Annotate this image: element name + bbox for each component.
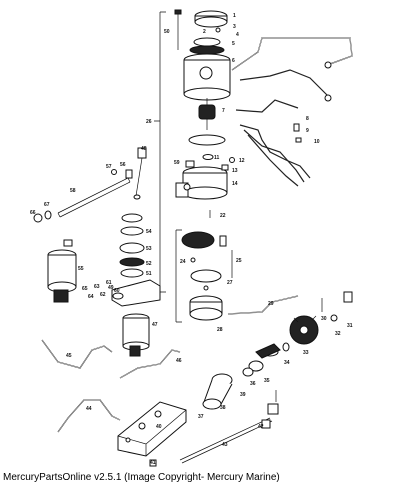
callout-64: 64: [88, 294, 94, 300]
callout-30: 30: [321, 316, 327, 322]
callout-7: 7: [222, 108, 225, 114]
callout-22: 22: [220, 213, 226, 219]
callout-43: 43: [222, 442, 228, 448]
callout-11: 11: [214, 155, 220, 161]
callout-60: 60: [114, 288, 120, 294]
callout-63: 63: [94, 284, 100, 290]
callout-65: 65: [82, 286, 88, 292]
callout-13: 13: [232, 168, 238, 174]
callout-4: 4: [236, 32, 239, 38]
shaft-parts: [33, 147, 147, 223]
callout-67: 67: [44, 202, 50, 208]
callout-40: 40: [156, 424, 162, 430]
parts-diagram: 1 2 3 4 5 6 7 8 9 10 11 12 13 14 22 24 2…: [30, 9, 353, 467]
hydraulic-lines: [41, 295, 299, 433]
callout-47: 47: [152, 322, 158, 328]
callout-66: 66: [30, 210, 36, 216]
callout-27: 27: [227, 280, 233, 286]
callout-51: 51: [146, 271, 152, 277]
callout-26: 26: [146, 119, 152, 125]
callout-57: 57: [106, 164, 112, 170]
image-caption: MercuryPartsOnline v2.5.1 (Image Copyrig…: [3, 472, 280, 483]
callout-54: 54: [146, 229, 152, 235]
callout-2: 2: [203, 29, 206, 35]
callout-1: 1: [233, 13, 236, 19]
callout-39: 39: [240, 392, 246, 398]
cylinder-assembly: [111, 213, 161, 357]
callout-9: 9: [306, 128, 309, 134]
callout-12: 12: [239, 158, 245, 164]
callout-42: 42: [258, 424, 264, 430]
callout-56: 56: [120, 162, 126, 168]
callout-46: 46: [176, 358, 182, 364]
callout-49: 49: [108, 285, 114, 291]
callout-48: 48: [141, 146, 147, 152]
callout-5: 5: [232, 41, 235, 47]
callout-44: 44: [86, 406, 92, 412]
callout-14: 14: [232, 181, 238, 187]
valve-block: [175, 229, 233, 323]
callout-59: 59: [174, 160, 180, 166]
callout-10: 10: [314, 139, 320, 145]
callout-33: 33: [303, 350, 309, 356]
callout-55: 55: [78, 266, 84, 272]
callout-31: 31: [347, 323, 353, 329]
callout-8: 8: [306, 116, 309, 122]
callout-53: 53: [146, 246, 152, 252]
callout-34: 34: [284, 360, 290, 366]
callout-32: 32: [335, 331, 341, 337]
motor-assembly: [154, 9, 235, 293]
callout-6: 6: [232, 58, 235, 64]
manifold-base: [117, 401, 273, 467]
callout-3: 3: [233, 24, 236, 30]
callout-24: 24: [180, 259, 186, 265]
callout-50: 50: [164, 29, 170, 35]
wiring-harness: [231, 37, 353, 187]
callout-28: 28: [217, 327, 223, 333]
callout-61: 61: [106, 280, 112, 286]
callout-36: 36: [250, 381, 256, 387]
callout-29: 29: [268, 301, 274, 307]
callout-52: 52: [146, 261, 152, 267]
callout-38: 38: [220, 405, 226, 411]
callout-62: 62: [100, 292, 106, 298]
callout-labels: 1 2 3 4 5 6 7 8 9 10 11 12 13 14 22 24 2…: [30, 13, 353, 466]
callout-25: 25: [236, 258, 242, 264]
callout-45: 45: [66, 353, 72, 359]
accumulator: [47, 239, 77, 303]
callout-41: 41: [150, 460, 156, 466]
trim-parts: [202, 291, 353, 415]
callout-37: 37: [198, 414, 204, 420]
callout-35: 35: [264, 378, 270, 384]
callout-58: 58: [70, 188, 76, 194]
